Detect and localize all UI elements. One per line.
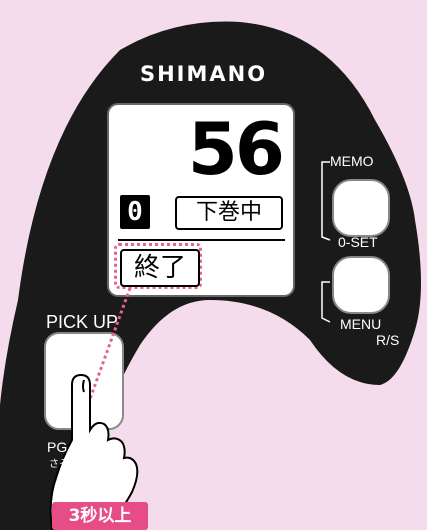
speed-readout: 56 — [187, 107, 285, 191]
hand-pointer-icon — [49, 373, 139, 530]
menu-label: MENU — [340, 316, 382, 332]
brand-logo: SHIMANO — [139, 62, 268, 86]
pg-sub-label: さそ — [49, 459, 69, 470]
menu-button — [332, 256, 390, 314]
assist-gear-indicator: 0 — [120, 195, 150, 229]
hold-duration-badge: 3秒以上 — [52, 502, 148, 530]
memo-zero-set-button — [332, 179, 390, 237]
zero-set-label: 0-SET — [338, 234, 378, 250]
pg-label: PG — [47, 439, 68, 455]
mode-indicator: 下巻中 — [175, 196, 283, 230]
status-message: 終了 — [120, 249, 200, 287]
bracket-icon — [321, 161, 331, 241]
status-highlight — [114, 243, 202, 289]
rs-label: R/S — [376, 332, 400, 348]
bracket-icon — [321, 281, 331, 323]
memo-label: MEMO — [330, 153, 374, 169]
pickup-label: PICK UP — [46, 312, 119, 332]
leader-line — [84, 287, 132, 411]
